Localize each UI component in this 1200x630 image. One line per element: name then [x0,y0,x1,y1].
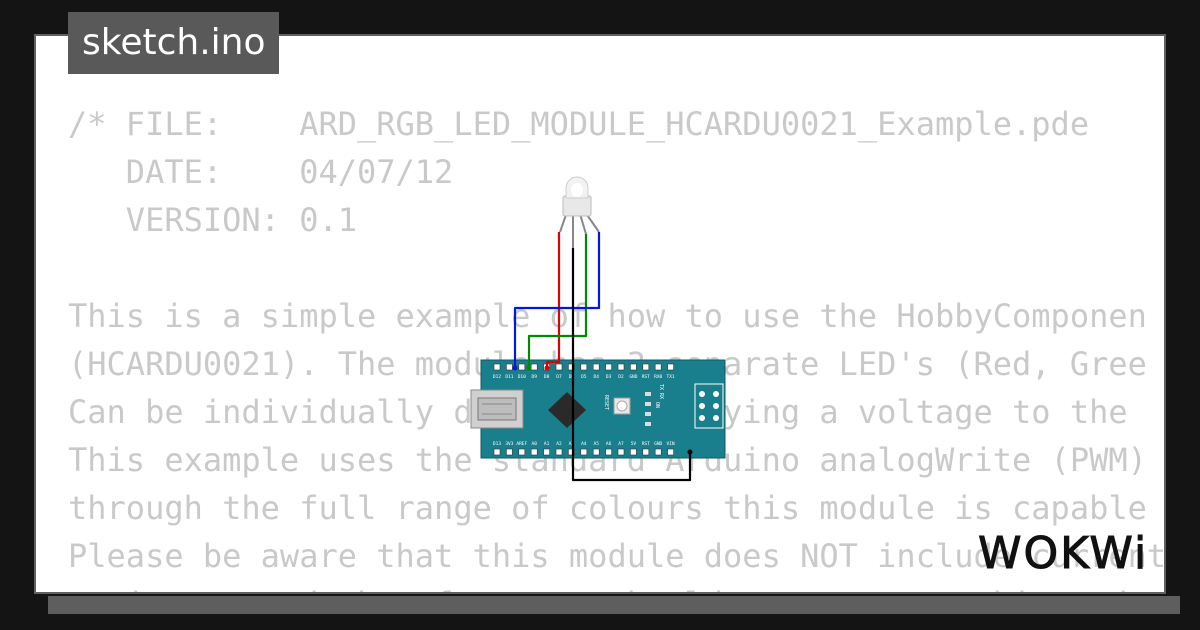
code-line: This is a simple example of how to use t… [68,297,1147,335]
pin-label: A7 [618,441,624,447]
pin-label: A4 [581,441,587,447]
header-pin[interactable] [506,363,513,371]
header-pin[interactable] [493,448,501,456]
pin-label: D13 [493,441,501,447]
pin-label: A1 [544,441,550,447]
pin-label: GND [629,374,637,380]
pin-label: D9 [531,374,537,380]
header-pin[interactable] [568,363,575,371]
rgb-led[interactable] [559,176,600,248]
code-line: /* FILE: ARD_RGB_LED_MODULE_HCARDU0021_E… [68,105,1090,143]
pin-label: D10 [518,374,526,380]
header-pin[interactable] [654,363,662,371]
file-title: sketch.ino [68,12,280,74]
pin-label: VIN [667,441,675,447]
reset-button[interactable] [613,397,631,415]
header-pin[interactable] [617,448,625,456]
header-pin[interactable] [493,363,501,371]
pin-label: D8 [544,374,550,380]
tx-rx-label: TX RX [658,384,664,399]
code-line: VERSION: 0.1 [68,201,357,239]
black-wire[interactable] [571,248,692,482]
pin-label: 3V3 [505,441,513,447]
pin-label: D6 [569,374,575,380]
pin-label: RX0 [654,374,662,380]
code-line: Please be aware that this module does NO… [68,537,1166,575]
header-pin[interactable] [667,363,674,371]
pin-label: D4 [593,374,599,380]
pin-label: TX1 [667,374,675,380]
header-pin[interactable] [605,363,612,371]
header-pin[interactable] [555,363,563,371]
top-pin-header [489,362,689,370]
header-pin[interactable] [530,363,538,371]
pin-label: A3 [569,441,575,447]
pin-label: D3 [606,374,612,380]
header-pin[interactable] [518,448,526,456]
blue-wire[interactable] [513,232,601,368]
code-line: DATE: 04/07/12 [68,153,454,191]
pin-label: AREF [516,441,527,447]
header-pin[interactable] [580,448,588,456]
green-wire[interactable] [527,234,588,368]
header-pin[interactable] [617,363,625,371]
header-pin[interactable] [630,448,637,456]
header-pin[interactable] [543,448,550,456]
code-card: /* FILE: ARD_RGB_LED_MODULE_HCARDU0021_E… [34,34,1166,594]
pin-label: A6 [606,441,612,447]
pin-label: A2 [556,441,562,447]
header-pin[interactable] [592,448,600,456]
header-pin[interactable] [568,448,575,456]
code-listing: /* FILE: ARD_RGB_LED_MODULE_HCARDU0021_E… [68,100,1166,592]
header-pin[interactable] [580,363,588,371]
pin-label: D11 [505,374,513,380]
pin-label: RST [642,374,650,380]
pin-label: GND [654,441,662,447]
header-pin[interactable] [654,448,662,456]
pin-label: A5 [593,441,599,447]
top-pins: D12 D11 D10 D9 D8 D7 D6 D5 D4 D3 D2 GND RST RX0 TX1 [493,363,675,380]
pin-label: A0 [531,441,537,447]
header-pin[interactable] [592,363,600,371]
pin-label: RST [642,441,650,447]
on-label: ON [654,402,660,408]
icsp-header [694,383,724,429]
header-pin[interactable] [530,448,538,456]
pin-label: 5V [631,441,637,447]
code-line: resistors and therefore you should not c… [68,580,1164,592]
code-line: This example uses the standard Arduino a… [68,441,1147,479]
red-wire[interactable] [545,232,561,368]
pin-label: D7 [556,374,562,380]
header-pin[interactable] [642,448,650,456]
header-pin[interactable] [667,448,674,456]
header-pin[interactable] [630,363,637,371]
header-pin[interactable] [555,448,563,456]
code-line: through the full range of colours this m… [68,489,1147,527]
usb-connector [470,389,524,429]
reset-label: RESET [603,395,609,410]
status-leds [645,392,651,426]
header-pin[interactable] [518,363,526,371]
pin-label: D2 [618,374,624,380]
header-pin[interactable] [605,448,612,456]
pin-label: D12 [493,374,501,380]
card-shadow [48,596,1180,614]
header-pin[interactable] [642,363,650,371]
microcontroller-chip [548,392,586,428]
header-pin[interactable] [506,448,513,456]
pin-label: D5 [581,374,587,380]
wokwi-logo: WOKWi [977,528,1149,580]
